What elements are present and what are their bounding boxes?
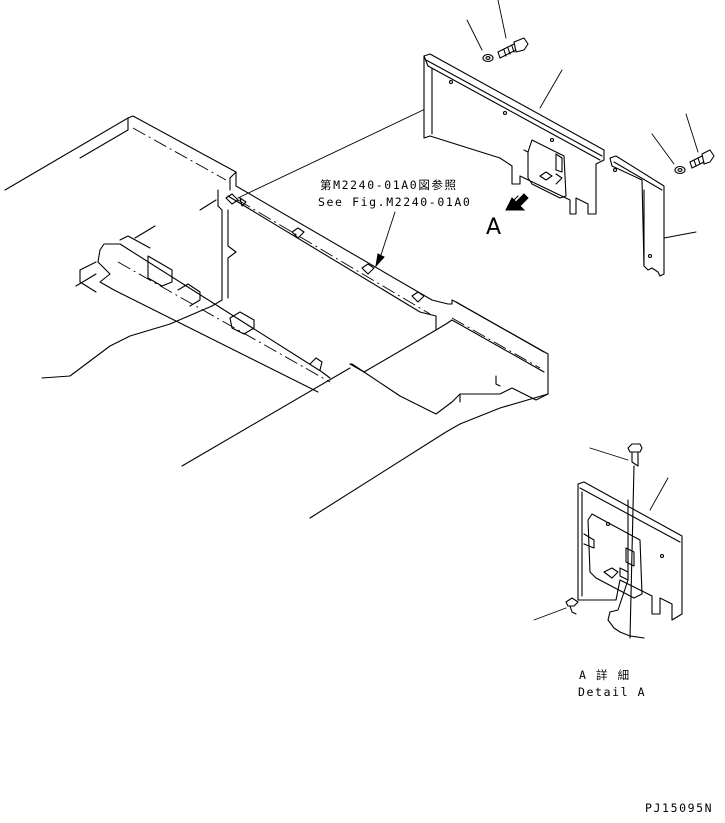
detail-a-view <box>565 443 683 639</box>
leader-washer-1 <box>466 19 483 51</box>
leader-cover-small <box>663 231 697 239</box>
leader-bolt-2 <box>685 113 699 153</box>
detail-title-en: Detail A <box>578 685 647 699</box>
reference-label-en: See Fig.M2240-01A0 <box>318 195 472 209</box>
leader-line-cover <box>237 101 441 199</box>
bolt-and-washer-1 <box>482 37 529 63</box>
bolt-and-washer-2 <box>674 149 715 175</box>
drawing-number: PJ15095N <box>645 801 714 815</box>
leader-bolt-1 <box>497 0 507 39</box>
frame-assembly <box>4 115 549 519</box>
cover-plate-large <box>423 53 605 215</box>
leader-detail-plate <box>649 477 669 511</box>
leader-cover-large <box>539 69 563 109</box>
reference-label-jp: 第M2240-01A0図参照 <box>320 178 458 192</box>
cover-plate-small <box>609 155 665 277</box>
leader-spring <box>533 607 567 621</box>
view-letter-label: A <box>486 215 502 240</box>
leader-washer-2 <box>651 133 675 165</box>
leader-pin <box>589 447 629 461</box>
reference-arrow <box>375 211 396 268</box>
view-direction-arrow-icon <box>505 193 529 211</box>
detail-title-jp: A 詳 細 <box>579 668 631 682</box>
